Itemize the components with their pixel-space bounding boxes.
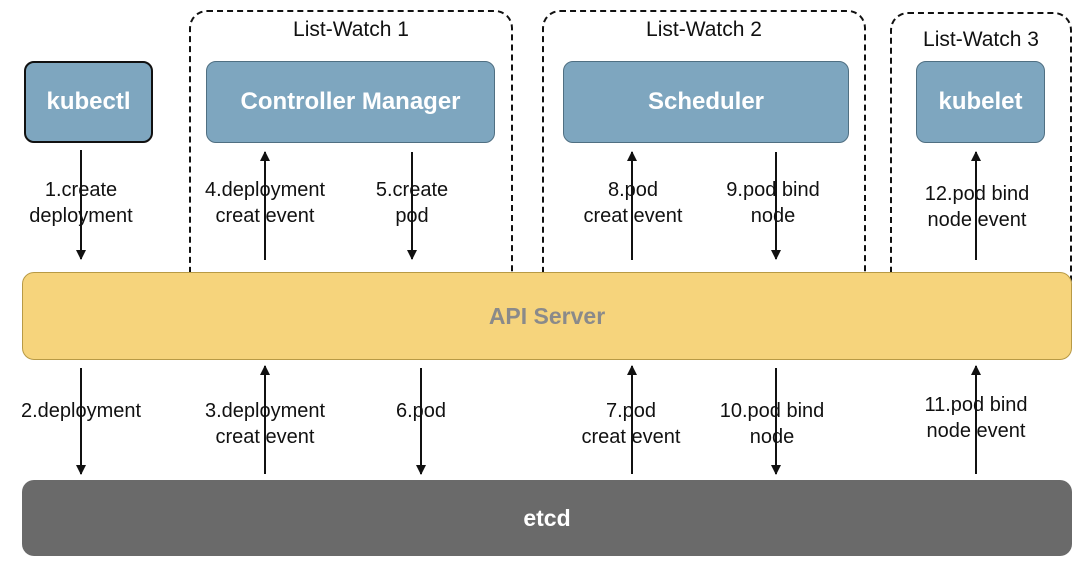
list-watch-3-title: List-Watch 3 xyxy=(923,28,1039,51)
step-5-label: 5.create pod xyxy=(375,179,449,227)
list-watch-1-title: List-Watch 1 xyxy=(293,18,409,41)
api-server-bar: API Server xyxy=(22,272,1072,360)
scheduler-box: Scheduler xyxy=(563,61,849,143)
step-12-label: 12.pod bind node event xyxy=(924,183,1030,231)
etcd-bar: etcd xyxy=(22,480,1072,556)
step-6-label: 6.pod xyxy=(395,400,447,422)
step-1-label: 1.create deployment xyxy=(29,179,133,227)
step-11-label: 11.pod bind node event xyxy=(924,394,1028,442)
kubectl-box: kubectl xyxy=(24,61,153,143)
list-watch-2-title: List-Watch 2 xyxy=(646,18,762,41)
step-8-label: 8.pod creat event xyxy=(583,179,683,227)
step-9-label: 9.pod bind node xyxy=(726,179,820,227)
step-7-label: 7.pod creat event xyxy=(581,400,681,448)
step-4-label: 4.deployment creat event xyxy=(204,179,326,227)
controller-manager-box: Controller Manager xyxy=(206,61,495,143)
kubelet-box: kubelet xyxy=(916,61,1045,143)
step-3-label: 3.deployment creat event xyxy=(204,400,326,448)
step-10-label: 10.pod bind node xyxy=(719,400,825,448)
step-2-label: 2.deployment xyxy=(20,400,142,422)
